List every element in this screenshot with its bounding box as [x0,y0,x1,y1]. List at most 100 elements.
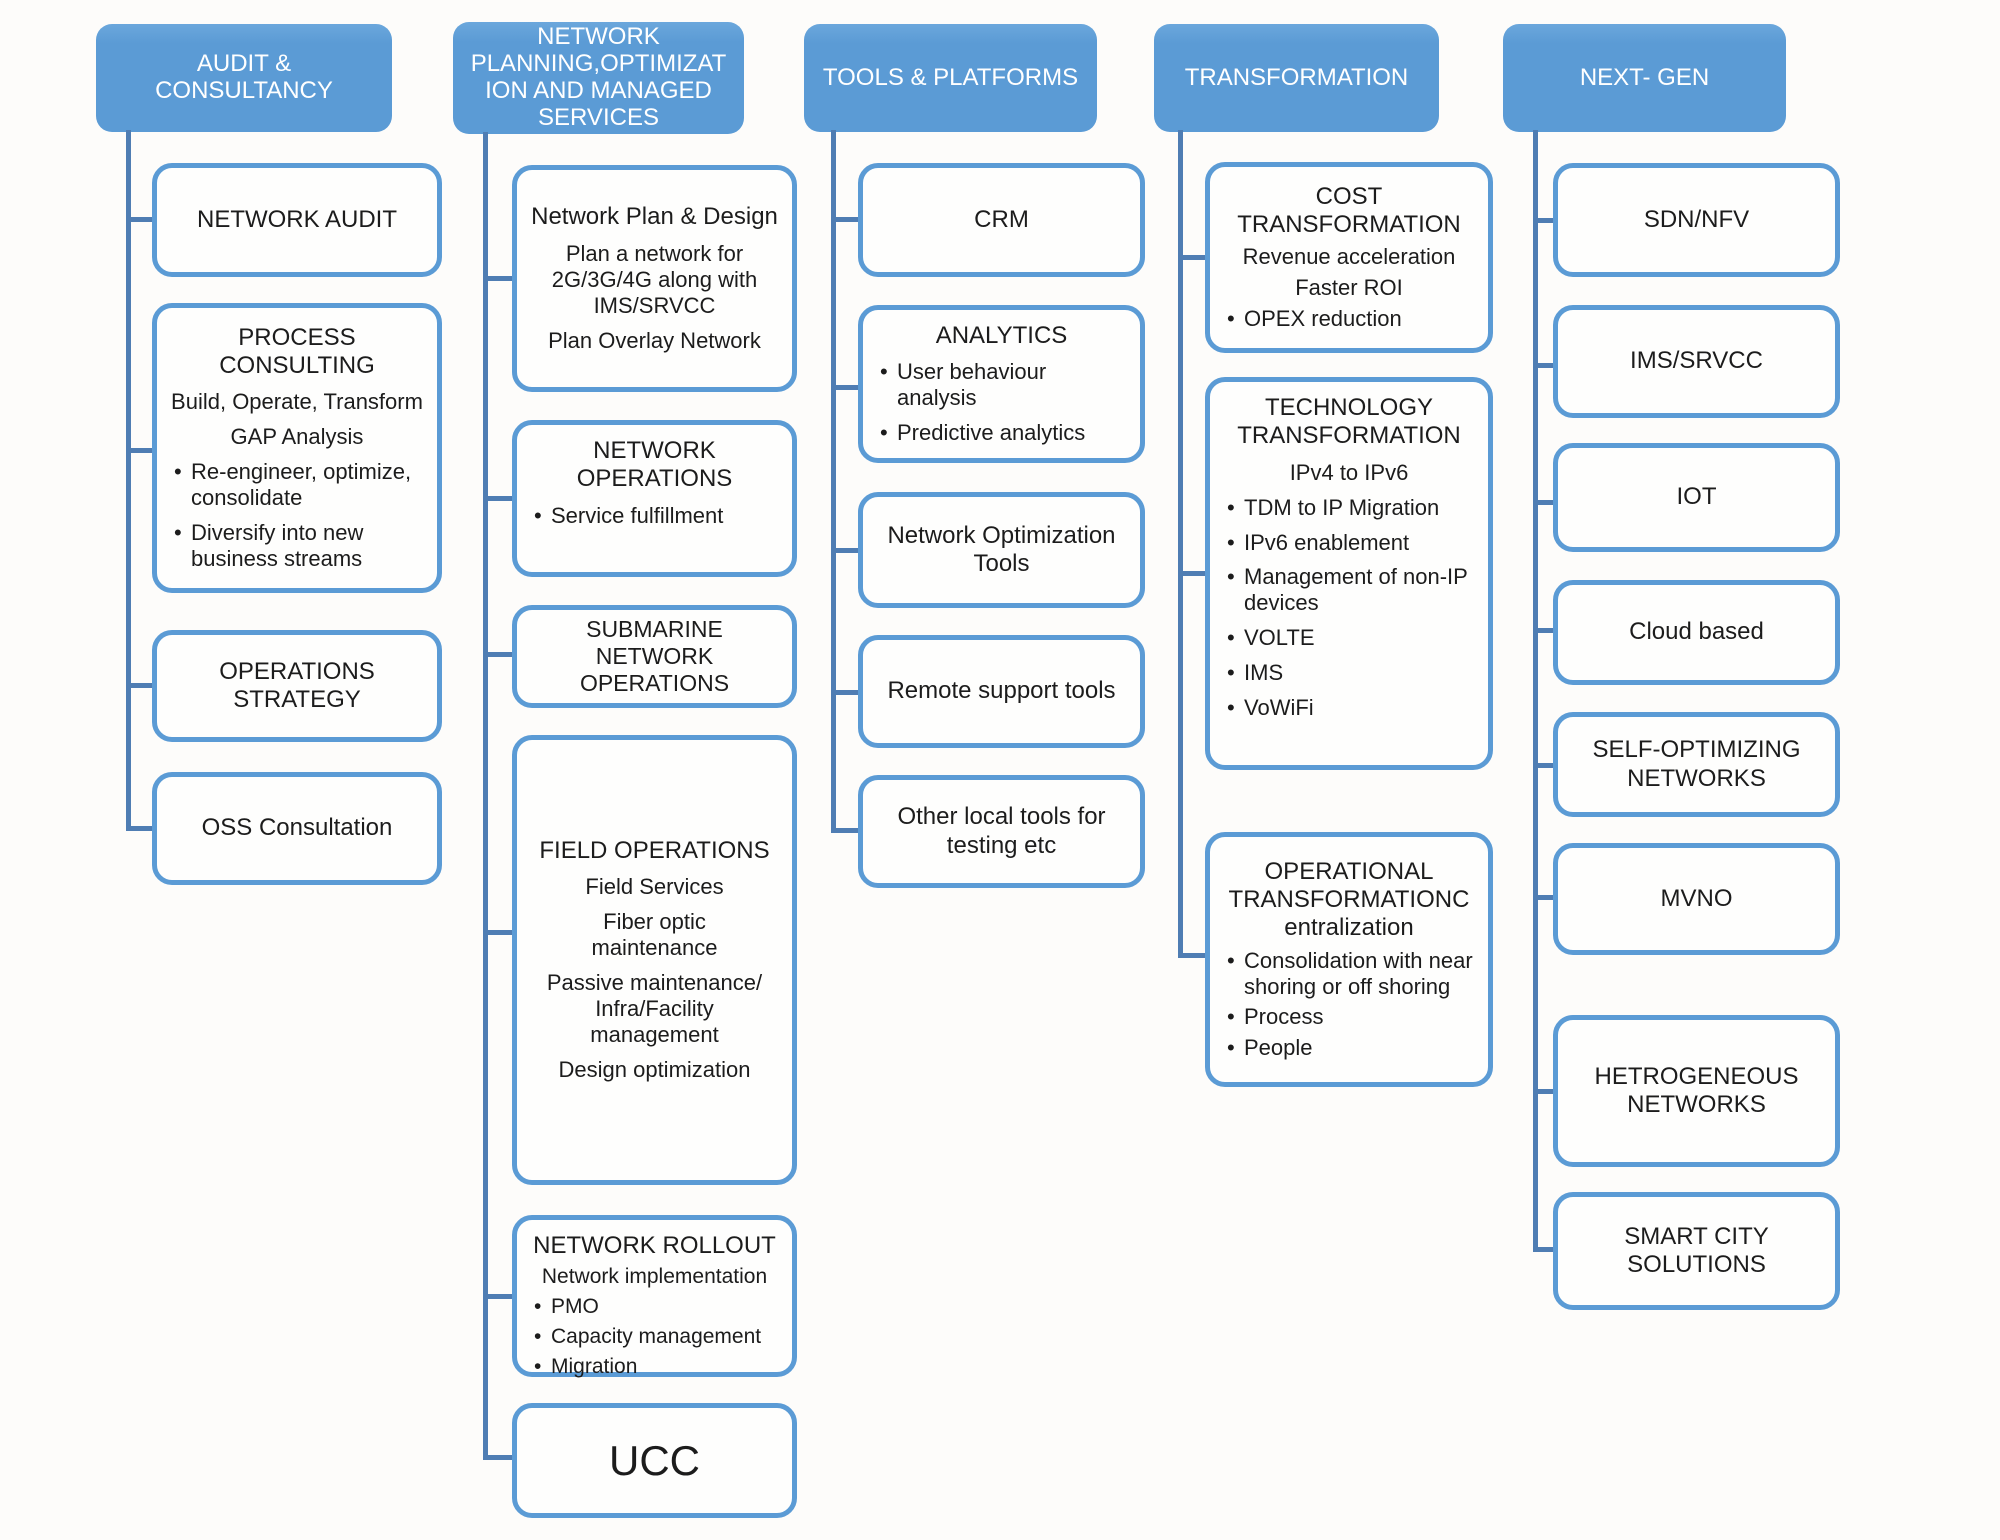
node-connector-stub [126,826,156,831]
node-crm: CRM [858,163,1145,277]
node-connector-stub [831,385,862,390]
node-bullet: VoWiFi [1220,695,1478,721]
node-bullet: IPv6 enablement [1220,530,1478,556]
node-title: OPERATIONAL TRANSFORMATIONC entralizatio… [1228,857,1470,942]
node-bullet: Service fulfillment [527,503,782,529]
node-connector-stub [831,548,862,553]
node-connector-stub [831,217,862,222]
node-sdn-nfv: SDN/NFV [1553,163,1840,277]
node-submarine-network-operations: SUBMARINE NETWORK OPERATIONS [512,605,797,708]
node-line: Faster ROI [1295,275,1403,301]
node-connector-stub [831,690,862,695]
node-title: NETWORK AUDIT [196,205,397,233]
node-connector-stub [1533,1247,1557,1252]
node-line: Plan Overlay Network [548,327,761,353]
node-title: UCC [609,1436,700,1484]
header-next-gen: NEXT- GEN [1503,24,1786,132]
node-connector-stub [483,652,516,657]
node-ims-srvcc: IMS/SRVCC [1553,305,1840,418]
header-audit-consultancy: AUDIT & CONSULTANCY [96,24,392,132]
node-bullet: Migration [527,1355,782,1380]
node-connector-stub [1178,953,1209,958]
node-title: IOT [1676,483,1717,511]
node-title: SELF-OPTIMIZING NETWORKS [1592,736,1801,792]
node-title: HETROGENEOUS NETWORKS [1594,1062,1799,1118]
node-connector-stub [483,276,516,281]
node-bullet: Re-engineer, optimize, consolidate [167,459,427,511]
node-bullet: Capacity management [527,1325,782,1350]
node-connector-stub [483,1455,516,1460]
node-connector-stub [1533,763,1557,768]
node-connector-stub [483,496,516,501]
node-hetrogeneous-networks: HETROGENEOUS NETWORKS [1553,1015,1840,1167]
node-title: SUBMARINE NETWORK OPERATIONS [579,615,730,697]
node-line: Design optimization [558,1057,751,1083]
node-line: Network implementation [541,1265,768,1289]
node-connector-stub [1533,1089,1557,1094]
node-title: IMS/SRVCC [1630,347,1763,375]
node-bullet: People [1220,1035,1478,1061]
node-bullet: PMO [527,1295,782,1320]
node-field-operations: FIELD OPERATIONS Field Services Fiber op… [512,735,797,1185]
node-line: Fiber optic maintenance [591,909,718,961]
node-remote-support-tools: Remote support tools [858,635,1145,748]
header-transformation: TRANSFORMATION [1154,24,1439,132]
node-technology-transformation: TECHNOLOGY TRANSFORMATION IPv4 to IPv6 T… [1205,377,1493,770]
node-network-optimization-tools: Network Optimization Tools [858,492,1145,608]
node-connector-stub [126,683,156,688]
node-analytics: ANALYTICS User behaviour analysis Predic… [858,305,1145,463]
node-title: ANALYTICS [935,321,1068,349]
column-connector [1178,130,1183,955]
node-title: COST TRANSFORMATION [1237,182,1461,239]
node-line: IPv4 to IPv6 [1289,459,1409,485]
node-connector-stub [1178,571,1209,576]
node-line: Field Services [585,874,724,900]
node-connector-stub [126,217,156,222]
node-connector-stub [1533,218,1557,223]
node-connector-stub [126,448,156,453]
node-connector-stub [831,828,862,833]
node-title: FIELD OPERATIONS [539,837,770,864]
node-network-rollout: NETWORK ROLLOUT Network implementation P… [512,1215,797,1380]
node-line: GAP Analysis [230,424,364,450]
node-cloud-based: Cloud based [1553,580,1840,685]
node-title: OSS Consultation [201,814,393,842]
node-connector-stub [483,930,516,935]
node-bullet: Diversify into new business streams [167,520,427,572]
node-bullet: Process [1220,1004,1478,1030]
node-title: SMART CITY SOLUTIONS [1624,1222,1769,1278]
node-other-local-tools: Other local tools for testing etc [858,775,1145,888]
column-connector [483,132,488,1458]
node-line: Revenue acceleration [1242,244,1456,270]
column-connector [126,130,131,828]
node-title: Other local tools for testing etc [897,803,1106,859]
node-process-consulting: PROCESS CONSULTING Build, Operate, Trans… [152,303,442,593]
node-iot: IOT [1553,443,1840,552]
node-smart-city-solutions: SMART CITY SOLUTIONS [1553,1192,1840,1310]
node-connector-stub [1533,500,1557,505]
node-connector-stub [1533,895,1557,900]
node-title: SDN/NFV [1643,205,1750,233]
node-bullet: OPEX reduction [1220,306,1478,332]
node-line: Build, Operate, Transform [171,389,423,415]
node-title: CRM [974,205,1029,233]
header-network-planning: NETWORK PLANNING,OPTIMIZAT ION AND MANAG… [453,22,744,134]
node-line: Plan a network for 2G/3G/4G along with I… [551,240,758,318]
node-title: OPERATIONS STRATEGY [219,657,375,713]
header-tools-platforms: TOOLS & PLATFORMS [804,24,1097,132]
node-line: Passive maintenance/ Infra/Facility mana… [546,970,763,1048]
node-title: MVNO [1660,884,1733,912]
node-bullet: IMS [1220,660,1478,686]
node-title: Network Optimization Tools [887,521,1116,577]
node-bullet: Management of non-IP devices [1220,564,1478,616]
node-network-operations: NETWORK OPERATIONS Service fulfillment [512,420,797,577]
node-title: NETWORK OPERATIONS [576,437,733,493]
node-title: NETWORK ROLLOUT [533,1232,776,1259]
node-bullet: User behaviour analysis [873,359,1130,411]
node-operational-transformation: OPERATIONAL TRANSFORMATIONC entralizatio… [1205,832,1493,1087]
node-connector-stub [483,1294,516,1299]
node-bullet: Consolidation with near shoring or off s… [1220,948,1478,1000]
node-title: Remote support tools [887,677,1116,705]
node-operations-strategy: OPERATIONS STRATEGY [152,630,442,742]
node-title: TECHNOLOGY TRANSFORMATION [1237,394,1461,450]
